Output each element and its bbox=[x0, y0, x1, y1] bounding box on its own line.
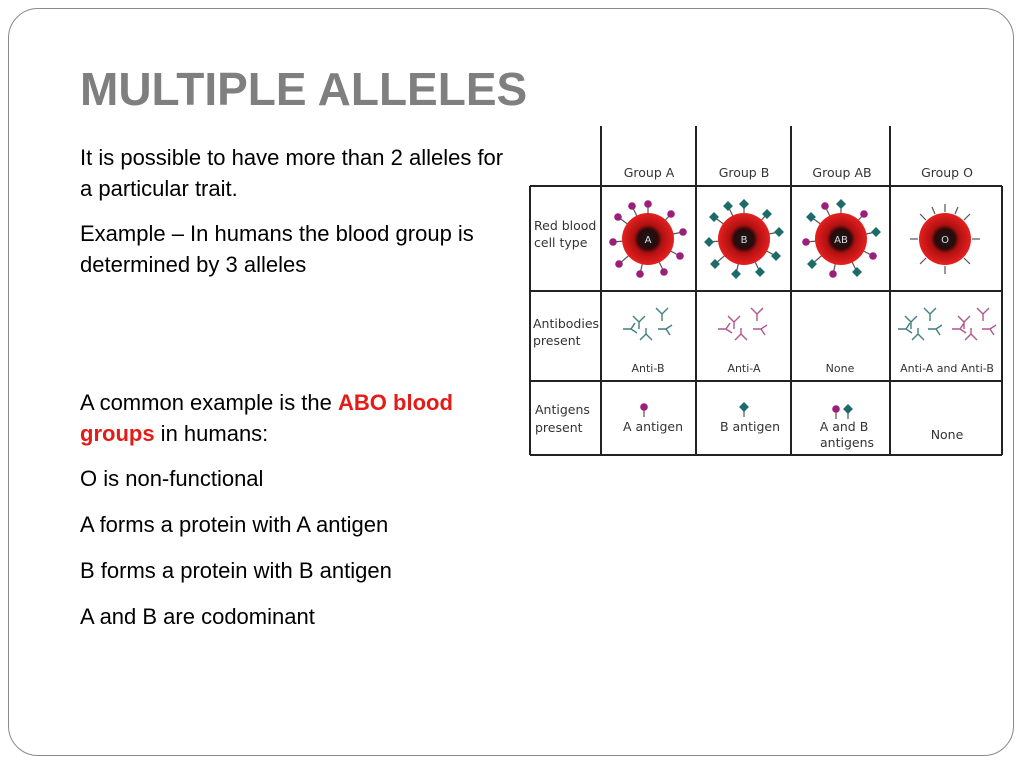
antibodies-anti-b-icon bbox=[623, 307, 673, 341]
row-label-antigens-line1: Antigens bbox=[535, 402, 590, 417]
antibody-label-group-b: Anti-A bbox=[727, 362, 761, 375]
column-header-group-o: Group O bbox=[921, 165, 973, 180]
antibodies-anti-a-icon bbox=[718, 307, 768, 341]
abo-blood-group-figure: Group A Group B Group AB Group O Red blo… bbox=[528, 124, 1008, 460]
point-o-non-functional: O is non-functional bbox=[80, 466, 264, 491]
row-label-antibodies-line1: Antibodies bbox=[533, 316, 599, 331]
red-blood-cell-group-ab: AB bbox=[802, 199, 881, 278]
antigen-label-group-ab-line2: antigens bbox=[820, 435, 874, 450]
column-header-group-ab: Group AB bbox=[812, 165, 871, 180]
antibody-label-group-ab: None bbox=[826, 362, 855, 375]
antibody-label-group-o: Anti-A and Anti-B bbox=[900, 362, 994, 375]
column-header-group-b: Group B bbox=[719, 165, 770, 180]
a-antigen-icon bbox=[640, 403, 648, 417]
antibody-label-group-a: Anti-B bbox=[632, 362, 665, 375]
red-blood-cell-group-o: O bbox=[910, 204, 980, 274]
antigen-label-group-o: None bbox=[931, 427, 964, 442]
paragraph-blood-group-example: Example – In humans the blood group is d… bbox=[80, 221, 474, 277]
cell-letter-o: O bbox=[941, 235, 949, 246]
cell-letter-a: A bbox=[645, 235, 652, 246]
abo-text-highlight: ABO blood groups bbox=[80, 390, 453, 446]
antigen-label-group-ab-line1: A and B bbox=[820, 419, 869, 434]
cell-letter-ab: AB bbox=[834, 235, 848, 246]
paragraph-abo-example: A common example is the ABO blood groups… bbox=[80, 387, 520, 449]
b-antigen-icon bbox=[739, 402, 749, 417]
row-label-antigens-line2: present bbox=[535, 420, 583, 435]
point-a-antigen: A forms a protein with A antigen bbox=[80, 512, 389, 537]
abo-text-before: A common example is the bbox=[80, 390, 339, 415]
red-blood-cell-group-b: B bbox=[704, 199, 784, 279]
table-grid bbox=[529, 126, 1003, 456]
cell-letter-b: B bbox=[741, 235, 748, 246]
paragraph-more-than-two-alleles: It is possible to have more than 2 allel… bbox=[80, 145, 504, 201]
antigen-label-group-b: B antigen bbox=[720, 419, 780, 434]
column-header-group-a: Group A bbox=[624, 165, 675, 180]
row-label-antibodies-line2: present bbox=[533, 333, 581, 348]
point-b-antigen: B forms a protein with B antigen bbox=[80, 558, 392, 583]
abo-text-after: in humans: bbox=[154, 421, 269, 446]
antibodies-anti-a-and-anti-b-icon bbox=[898, 307, 997, 341]
red-blood-cell-group-a: A bbox=[609, 200, 687, 278]
row-label-rbc-line2: cell type bbox=[534, 235, 588, 250]
antigen-label-group-a: A antigen bbox=[623, 419, 683, 434]
abo-table-svg: Group A Group B Group AB Group O Red blo… bbox=[529, 126, 1003, 456]
a-and-b-antigens-icon bbox=[832, 404, 853, 419]
point-codominant: A and B are codominant bbox=[80, 604, 315, 629]
slide-title: MULTIPLE ALLELES bbox=[80, 63, 528, 115]
row-label-rbc-line1: Red blood bbox=[534, 218, 596, 233]
